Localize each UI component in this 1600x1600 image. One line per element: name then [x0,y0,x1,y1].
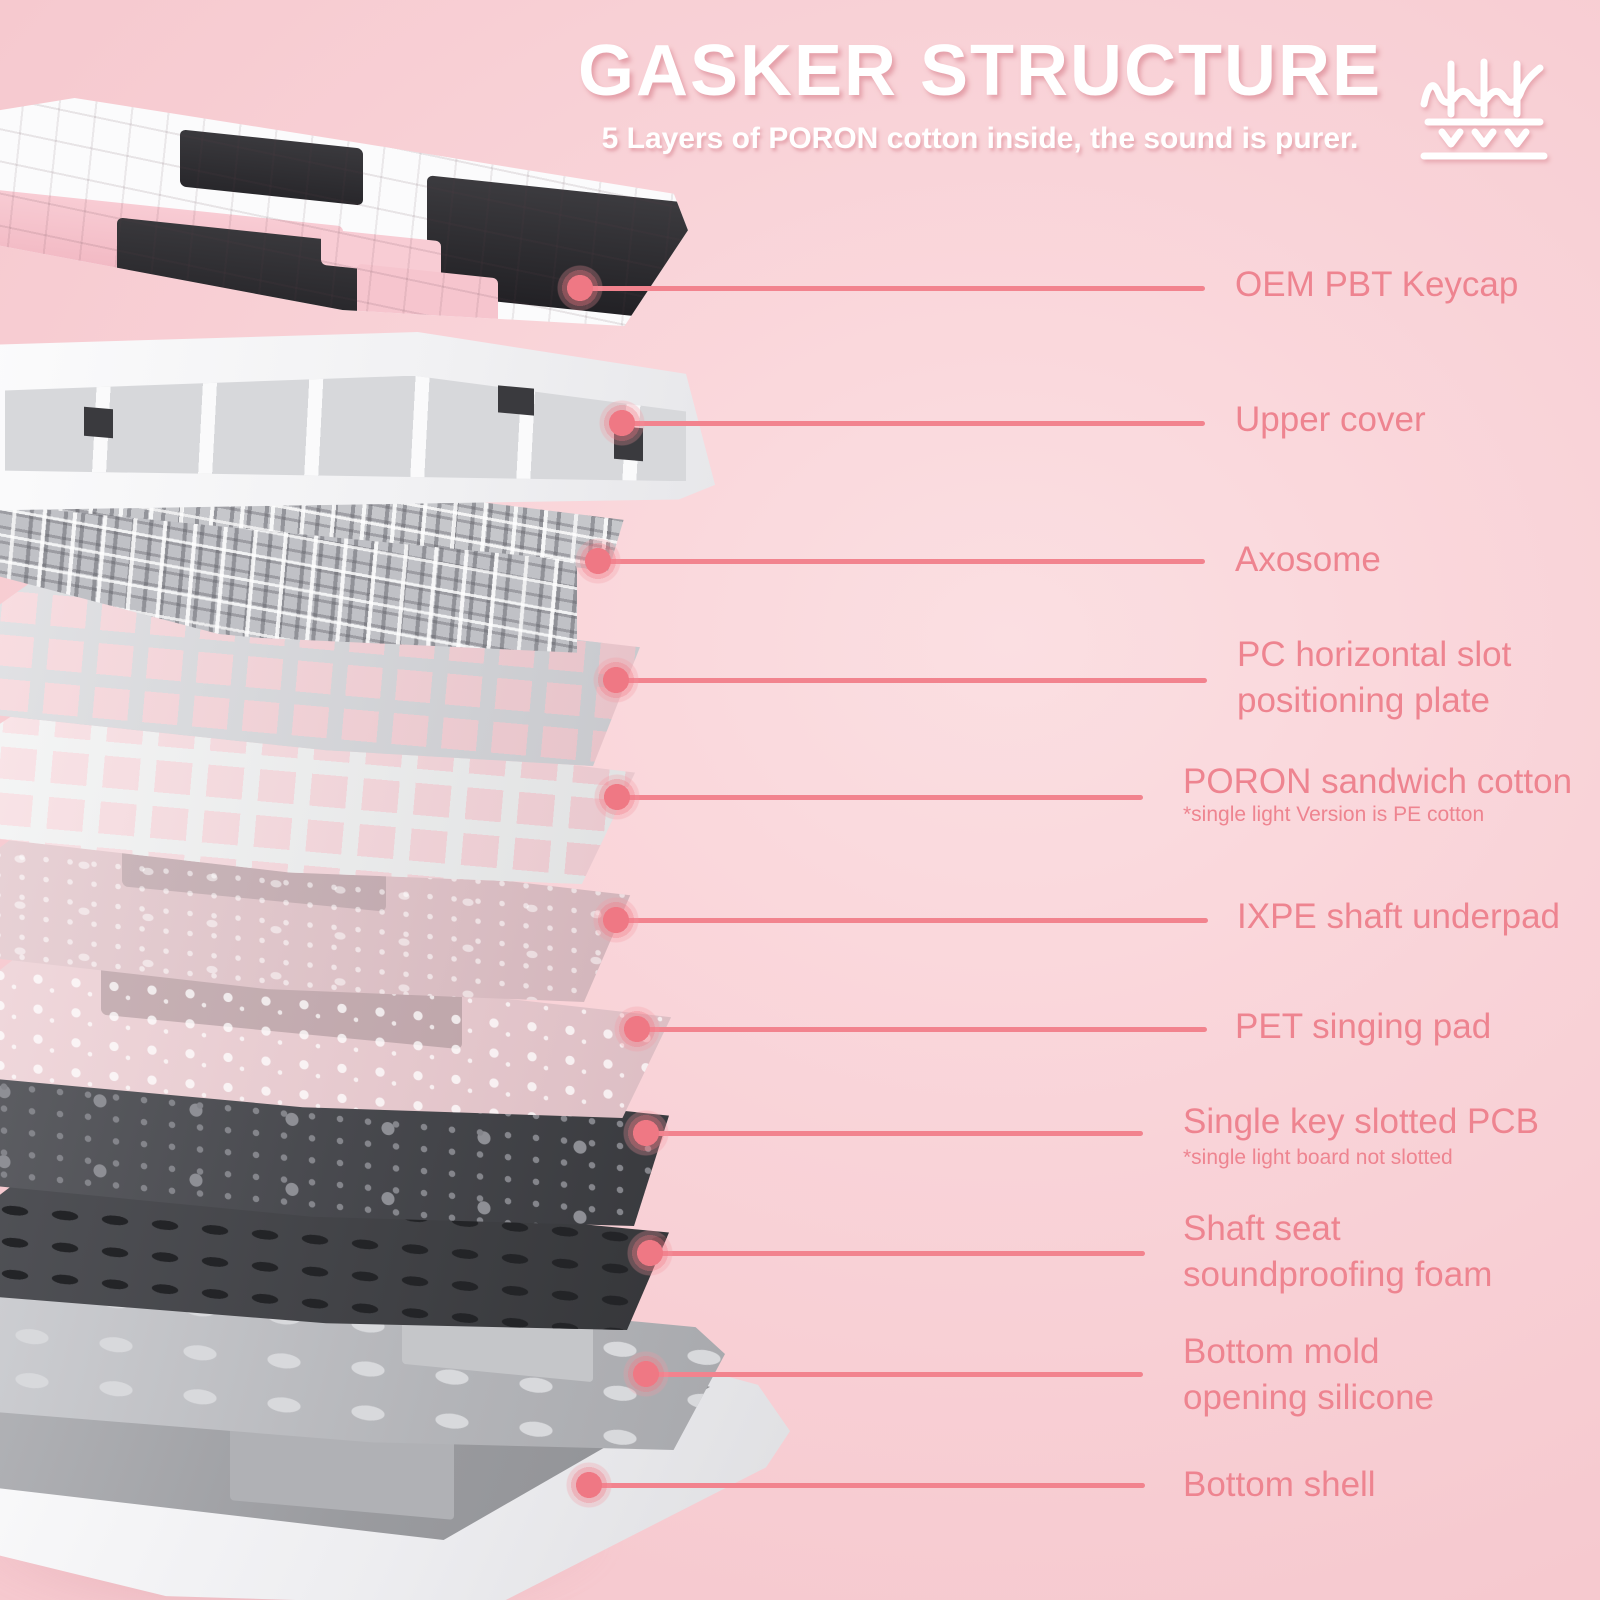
page-title: GASKER STRUCTURE [577,31,1383,111]
callout-line [616,678,1207,683]
callout-dot [593,657,639,703]
layer-upper-cover [0,332,715,511]
callout-line [622,421,1205,426]
callout-label-bottom-shell: Bottom shell [1183,1465,1376,1504]
callout-dot [627,1230,673,1276]
callout-dot [557,265,603,311]
header: GASKER STRUCTURE 5 Layers of PORON cotto… [520,30,1440,156]
callout-line [617,795,1143,800]
callout-line [646,1131,1143,1136]
callout-note-slotted-pcb: *single light board not slotted [1183,1146,1453,1169]
callout-label-pet-singing-pad: PET singing pad [1235,1007,1492,1046]
page-subtitle: 5 Layers of PORON cotton inside, the sou… [601,122,1359,155]
callout-label-shaft-seat-foam: Shaft seat soundproofing foam [1183,1209,1493,1294]
upper-cover-cutout [84,407,114,439]
callout-dot [623,1110,669,1156]
callout-dot [593,897,639,943]
callout-label-ixpe-underpad: IXPE shaft underpad [1237,897,1560,936]
callout-label-upper-cover: Upper cover [1235,400,1426,439]
callout-line [650,1251,1145,1256]
callout-line [616,918,1208,923]
upper-cover-cutout [497,385,534,416]
callout-label-slotted-pcb: Single key slotted PCB [1183,1102,1540,1141]
callout-line [637,1027,1207,1032]
callout-line [589,1483,1145,1488]
callout-note-poron-cotton: *single light Version is PE cotton [1183,803,1485,826]
callout-dot [575,538,621,584]
callout-dot [599,400,645,446]
sound-dampening-layers-icon [1420,58,1548,160]
callout-label-poron-cotton: PORON sandwich cotton [1183,762,1573,801]
callout-label-pc-positioning-plate: PC horizontal slot positioning plate [1237,635,1512,720]
callout-label-bottom-mold-silicone: Bottom mold opening silicone [1183,1332,1435,1417]
callout-line [646,1372,1143,1377]
callout-dot [623,1351,669,1397]
callout-label-oem-pbt-keycap: OEM PBT Keycap [1235,265,1519,304]
callout-dot [566,1462,612,1508]
callout-dot [594,774,640,820]
callout-line [580,286,1205,291]
callout-label-axosome: Axosome [1235,540,1381,579]
callout-line [598,559,1205,564]
callout-dot [614,1006,660,1052]
